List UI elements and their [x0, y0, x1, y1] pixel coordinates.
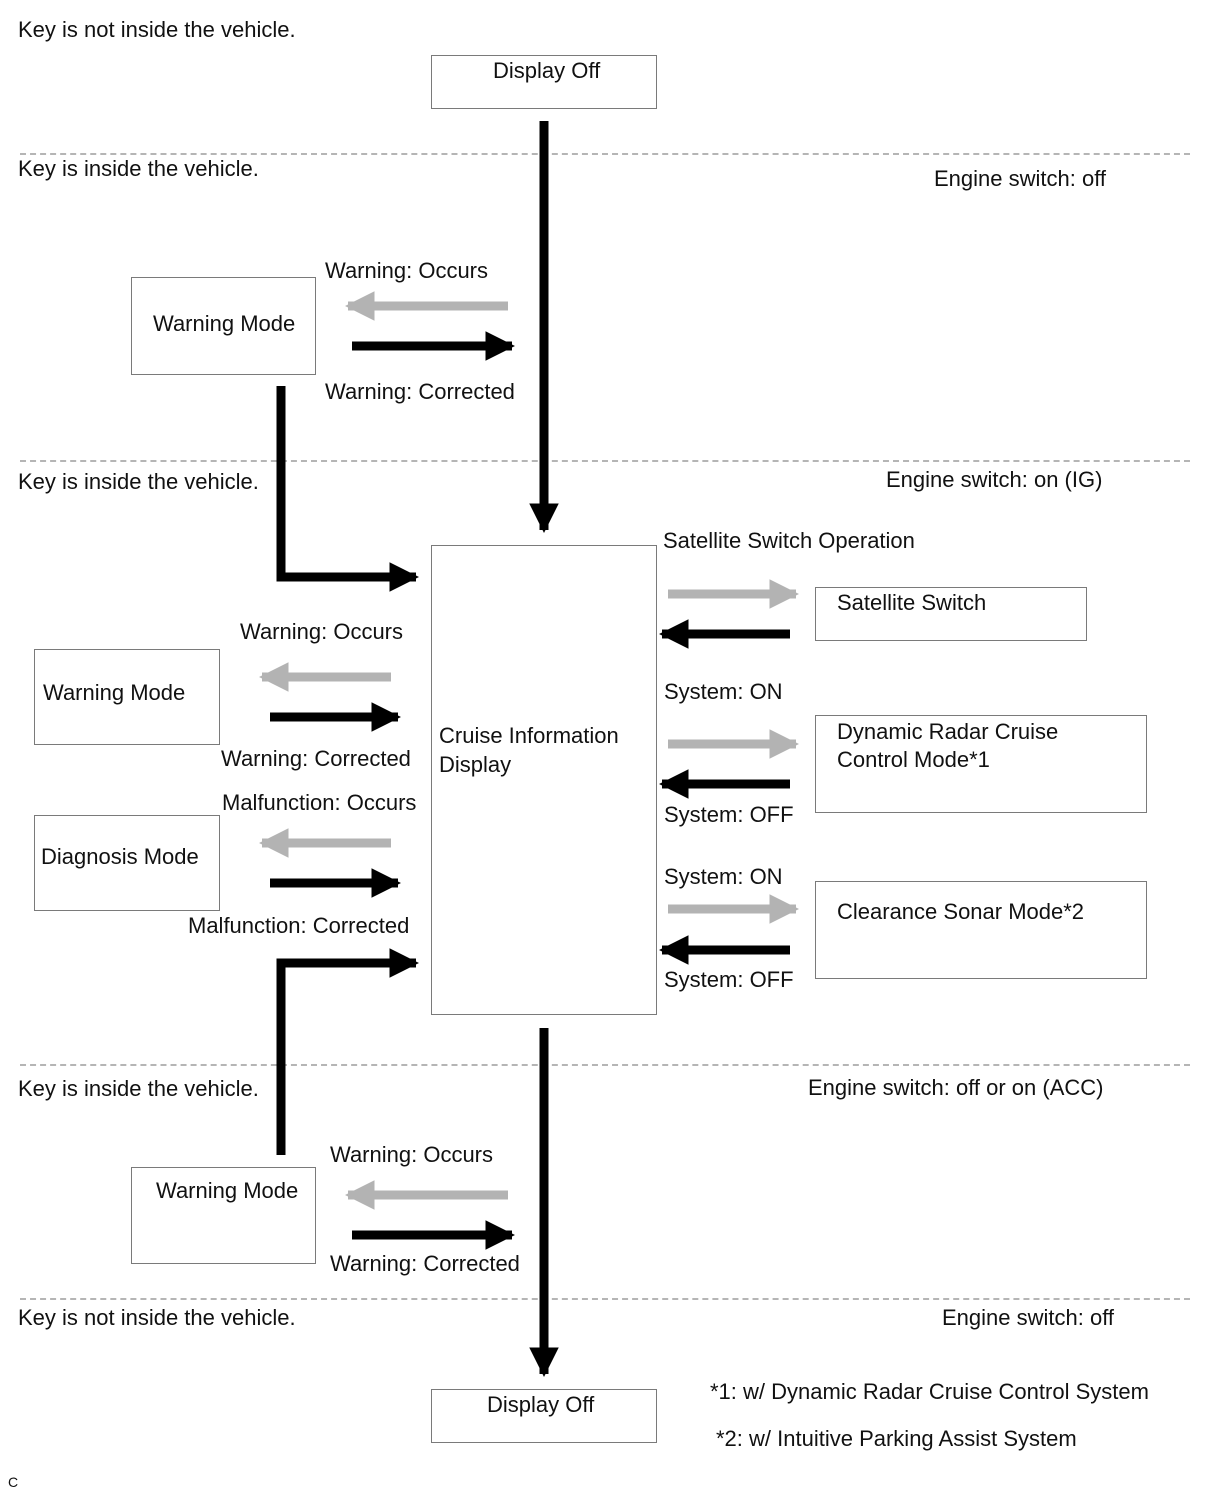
arrow-lower-warning-to-cruise	[276, 948, 419, 1155]
lower-warning-corrected-label: Warning: Corrected	[330, 1251, 520, 1276]
warning-mode-box-upper: Warning Mode	[131, 277, 316, 375]
zone-label-key-not-inside: Key is not inside the vehicle.	[18, 17, 296, 42]
drc-system-off-label: System: OFF	[664, 802, 794, 827]
mid-warning-corrected-label: Warning: Corrected	[221, 746, 411, 771]
box-label-line2: Display	[439, 752, 512, 777]
lower-warning-occurs-label: Warning: Occurs	[330, 1142, 494, 1167]
box-label: Satellite Switch	[837, 590, 987, 615]
zone-divider	[20, 153, 1190, 155]
box-label-line2: Control Mode*1	[837, 747, 990, 772]
satellite-switch-operation-label: Satellite Switch Operation	[663, 528, 915, 553]
cruise-information-display-box: Cruise Information Display	[431, 545, 657, 1015]
diagnosis-mode-box: Diagnosis Mode	[34, 815, 220, 911]
box-label-line1: Dynamic Radar Cruise	[837, 719, 1059, 744]
zone-divider	[20, 1298, 1190, 1300]
clearance-sonar-box: Clearance Sonar Mode*2	[815, 881, 1147, 979]
display-off-box-top: Display Off	[431, 55, 657, 109]
upper-warning-corrected-label: Warning: Corrected	[325, 379, 515, 404]
upper-warning-occurs-label: Warning: Occurs	[325, 258, 489, 283]
mid-warning-occurs-label: Warning: Occurs	[240, 619, 404, 644]
sonar-system-off-label: System: OFF	[664, 967, 794, 992]
box-label: Warning Mode	[43, 680, 186, 705]
warning-mode-box-lower: Warning Mode	[131, 1167, 316, 1264]
zone-divider	[20, 460, 1190, 462]
display-off-box-bottom: Display Off	[431, 1389, 657, 1443]
zone-label-key-not-inside: Key is not inside the vehicle.	[18, 1305, 296, 1330]
box-label: Warning Mode	[156, 1178, 299, 1203]
footnote-1: *1: w/ Dynamic Radar Cruise Control Syst…	[710, 1379, 1149, 1404]
box-label: Display Off	[493, 58, 601, 83]
zone-label-engine-off-or-acc: Engine switch: off or on (ACC)	[808, 1075, 1104, 1100]
drc-system-on-label: System: ON	[664, 679, 783, 704]
zone-divider	[20, 1064, 1190, 1066]
box-label: Display Off	[487, 1392, 595, 1417]
dynamic-radar-cruise-box: Dynamic Radar Cruise Control Mode*1	[815, 715, 1147, 813]
zone-label-engine-off: Engine switch: off	[934, 166, 1107, 191]
corner-mark: C	[8, 1474, 19, 1490]
zone-label-key-inside: Key is inside the vehicle.	[18, 469, 259, 494]
box-label: Warning Mode	[153, 311, 296, 336]
sonar-system-on-label: System: ON	[664, 864, 783, 889]
footnote-2: *2: w/ Intuitive Parking Assist System	[716, 1426, 1077, 1451]
zone-label-engine-on-ig: Engine switch: on (IG)	[886, 467, 1103, 492]
malfunction-occurs-label: Malfunction: Occurs	[222, 790, 417, 815]
zone-label-engine-off: Engine switch: off	[942, 1305, 1115, 1330]
warning-mode-box-mid: Warning Mode	[34, 649, 220, 745]
malfunction-corrected-label: Malfunction: Corrected	[188, 913, 410, 938]
zone-label-key-inside: Key is inside the vehicle.	[18, 1076, 259, 1101]
box-label: Clearance Sonar Mode*2	[837, 899, 1085, 924]
satellite-switch-box: Satellite Switch	[815, 587, 1087, 641]
box-label-line1: Cruise Information	[439, 723, 619, 748]
arrow-upper-warning-to-cruise	[276, 386, 419, 592]
box-label: Diagnosis Mode	[41, 844, 199, 869]
zone-label-key-inside: Key is inside the vehicle.	[18, 156, 259, 181]
